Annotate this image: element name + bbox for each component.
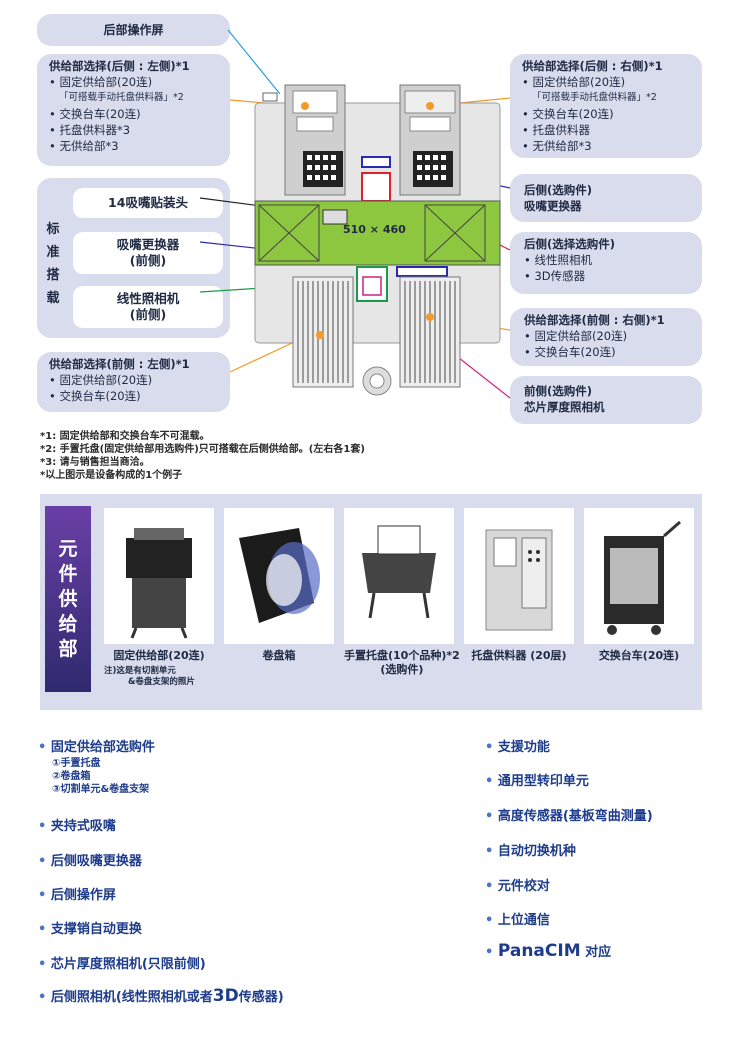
left-front-item: 固定供给部(20连) xyxy=(49,372,218,388)
right-front-item: 交换台车(20连) xyxy=(524,344,688,360)
standard-label: 标 准 搭 载 xyxy=(46,222,60,306)
right-rear-note: 「可搭载手动托盘供料器」*2 xyxy=(532,92,657,103)
option-item: • 芯片厚度照相机(只限前侧) xyxy=(38,957,206,972)
right-rear-item: 托盘供料器 xyxy=(522,122,690,138)
right-rear-title: 供给部选择(后侧 : 右侧)*1 xyxy=(522,59,663,73)
option-item: • 高度传感器(基板弯曲测量) xyxy=(485,809,653,824)
option-subitem: ③切割单元&卷盘支架 xyxy=(52,784,150,795)
callout-front-chip-camera: 前侧(选购件) 芯片厚度照相机 xyxy=(510,376,702,424)
part-fixed-feeder: 固定供给部(20连) 注)这是有切割单元 &卷盘支架的照片 xyxy=(104,508,214,688)
part-tray-feeder: 托盘供料器 (20层) xyxy=(464,508,574,663)
reel-box-photo xyxy=(224,508,334,644)
part-reel-box: 卷盘箱 xyxy=(224,508,334,663)
option-item: • 支援功能 xyxy=(485,740,550,755)
option-subitem: ①手置托盘 xyxy=(52,758,101,769)
machine-top-view: 510 × 460 xyxy=(245,55,510,415)
tray-feeder-photo xyxy=(464,508,574,644)
part-exchange-cart: 交换台车(20连) xyxy=(584,508,694,663)
option-item: • PanaCIM 对应 xyxy=(485,941,612,961)
right-rear-item: 交换台车(20连) xyxy=(522,106,690,122)
part-caption: 托盘供料器 (20层) xyxy=(471,649,567,662)
option-item: • 夹持式吸嘴 xyxy=(38,819,116,834)
callout-left-rear-feeder: 供给部选择(后侧 : 左侧)*1 固定供给部(20连) 「可搭载手动托盘供料器」… xyxy=(37,54,230,166)
part-caption: 卷盘箱 xyxy=(262,649,296,662)
option-item: • 支撑销自动更换 xyxy=(38,922,142,937)
footnote: *以上图示是设备构成的1个例子 xyxy=(40,470,183,481)
std-nozzle-changer-box: 吸嘴更换器 (前侧) xyxy=(73,232,223,274)
option-item: • 后侧吸嘴更换器 xyxy=(38,854,142,869)
std-line-camera-box: 线性照相机 (前侧) xyxy=(73,286,223,328)
callout-rear-nozzle-changer: 后侧(选购件) 吸嘴更换器 xyxy=(510,174,702,222)
option-item: • 通用型转印单元 xyxy=(485,774,589,789)
part-note: 注)这是有切割单元 xyxy=(104,666,176,676)
std-head-box: 14吸嘴贴装头 xyxy=(73,188,223,218)
footnotes: *1: 固定供给部和交换台车不可混载。 *2: 手置托盘(固定供给部用选购件)只… xyxy=(40,430,365,482)
footnote: *1: 固定供给部和交换台车不可混载。 xyxy=(40,431,210,442)
option-item: • 后侧操作屏 xyxy=(38,888,116,903)
footnote: *3: 请与销售担当商洽。 xyxy=(40,457,150,468)
manual-tray-photo xyxy=(344,508,454,644)
option-item: • 后侧照相机(线性照相机或者3D传感器) xyxy=(38,986,284,1006)
option-item: • 上位通信 xyxy=(485,913,550,928)
fixed-feeder-photo xyxy=(104,508,214,644)
exchange-cart-photo xyxy=(584,508,694,644)
part-note: &卷盘支架的照片 xyxy=(128,677,195,687)
rear-camera-item: 线性照相机 xyxy=(524,252,688,268)
part-caption: (选购件) xyxy=(380,663,424,676)
left-front-title: 供给部选择(前侧 : 左侧)*1 xyxy=(49,357,190,371)
right-front-title: 供给部选择(前侧 : 右侧)*1 xyxy=(524,313,665,327)
board-size-label: 510 × 460 xyxy=(343,223,406,236)
part-caption: 固定供给部(20连) xyxy=(113,649,205,662)
rear-camera-item: 3D传感器 xyxy=(524,268,688,284)
left-rear-item: 固定供给部(20连) xyxy=(49,74,218,90)
rear-camera-title: 后侧(选择选购件) xyxy=(524,237,616,251)
rear-panel-label: 后部操作屏 xyxy=(103,23,164,37)
component-supply-panel: 元 件 供 给 部 固定供给部(20连) 注)这是有切割单元 &卷盘支架的照片 xyxy=(40,494,702,710)
right-rear-item: 固定供给部(20连) xyxy=(522,74,690,90)
callout-rear-panel: 后部操作屏 xyxy=(37,14,230,46)
right-rear-item: 无供给部*3 xyxy=(522,138,690,154)
left-front-item: 交换台车(20连) xyxy=(49,388,218,404)
part-caption: 手置托盘(10个品种)*2 xyxy=(344,649,460,662)
callout-left-front-feeder: 供给部选择(前侧 : 左侧)*1 固定供给部(20连) 交换台车(20连) xyxy=(37,352,230,412)
left-rear-item: 托盘供料器*3 xyxy=(49,122,218,138)
left-rear-item: 交换台车(20连) xyxy=(49,106,218,122)
callout-right-rear-feeder: 供给部选择(后侧 : 右侧)*1 固定供给部(20连) 「可搭载手动托盘供料器」… xyxy=(510,54,702,158)
option-item: • 固定供给部选购件 ①手置托盘 ②卷盘箱 ③切割单元&卷盘支架 xyxy=(38,740,155,795)
right-front-item: 固定供给部(20连) xyxy=(524,328,688,344)
callout-standard-equipment: 标 准 搭 载 14吸嘴贴装头 吸嘴更换器 (前侧) 线性照相机 (前侧) xyxy=(37,178,230,338)
component-supply-title: 元 件 供 给 部 xyxy=(45,506,91,692)
part-manual-tray: 手置托盘(10个品种)*2 (选购件) xyxy=(344,508,460,677)
left-rear-title: 供给部选择(后侧 : 左侧)*1 xyxy=(49,59,190,73)
left-rear-item: 无供给部*3 xyxy=(49,138,218,154)
part-caption: 交换台车(20连) xyxy=(598,649,680,662)
option-subitem: ②卷盘箱 xyxy=(52,771,91,782)
callout-rear-camera: 后侧(选择选购件) 线性照相机 3D传感器 xyxy=(510,232,702,294)
option-item: • 元件校对 xyxy=(485,879,550,894)
callout-right-front-feeder: 供给部选择(前侧 : 右侧)*1 固定供给部(20连) 交换台车(20连) xyxy=(510,308,702,366)
footnote: *2: 手置托盘(固定供给部用选购件)只可搭载在后侧供给部。(左右各1套) xyxy=(40,444,365,455)
option-item: • 自动切换机种 xyxy=(485,844,576,859)
left-rear-note: 「可搭载手动托盘供料器」*2 xyxy=(59,92,184,103)
